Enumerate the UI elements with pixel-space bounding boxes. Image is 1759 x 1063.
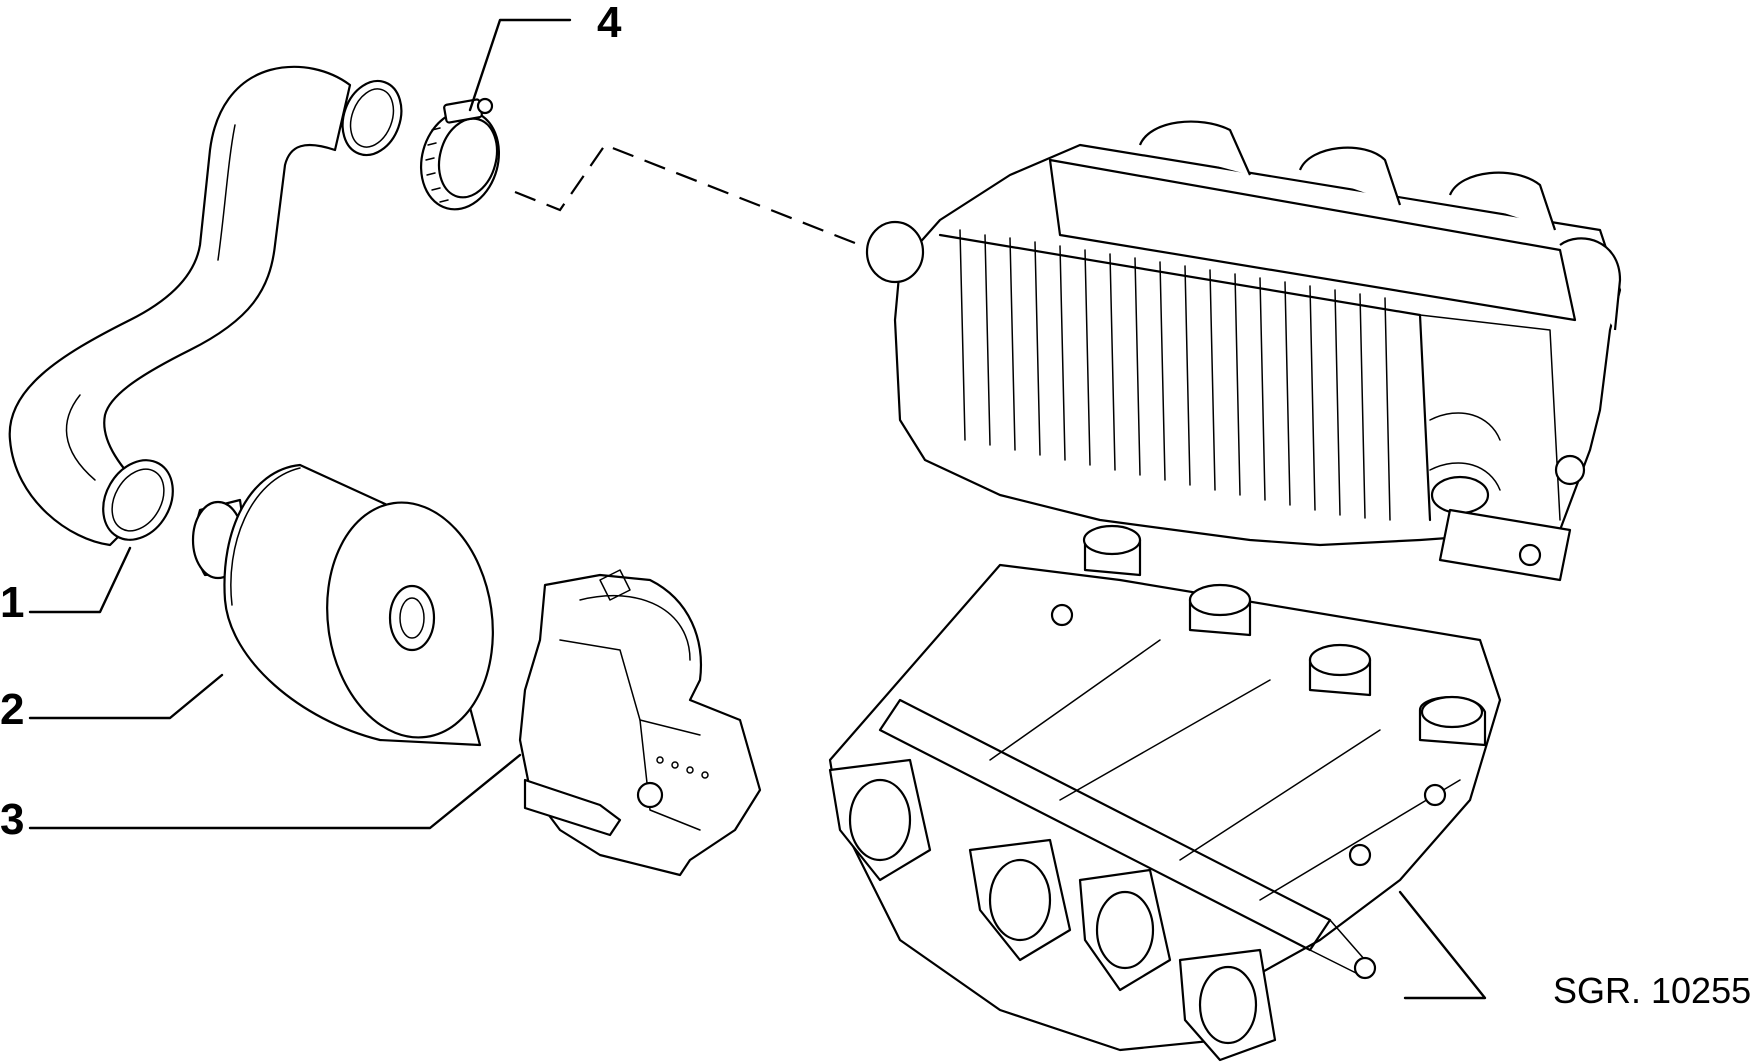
intake-plenum-assembly <box>865 120 1622 582</box>
assembly-dashed-line <box>514 143 861 247</box>
hose-clamp-part-4 <box>419 97 501 211</box>
callout-3: 3 <box>0 795 24 844</box>
leader-line-3 <box>28 753 522 830</box>
callout-2: 2 <box>0 685 24 734</box>
reference-code: SGR. 10255 <box>1553 970 1751 1011</box>
leader-line-ref <box>1398 890 1487 1000</box>
hose-part-1 <box>8 65 403 547</box>
leader-line-1 <box>28 546 132 614</box>
intake-manifold <box>828 524 1502 1062</box>
callout-1: 1 <box>0 578 24 627</box>
leader-line-4 <box>468 18 572 112</box>
mounting-bracket-part-3 <box>518 569 762 877</box>
filter-canister-part-2 <box>191 463 494 747</box>
callout-4: 4 <box>597 0 622 47</box>
leader-line-2 <box>28 673 224 720</box>
